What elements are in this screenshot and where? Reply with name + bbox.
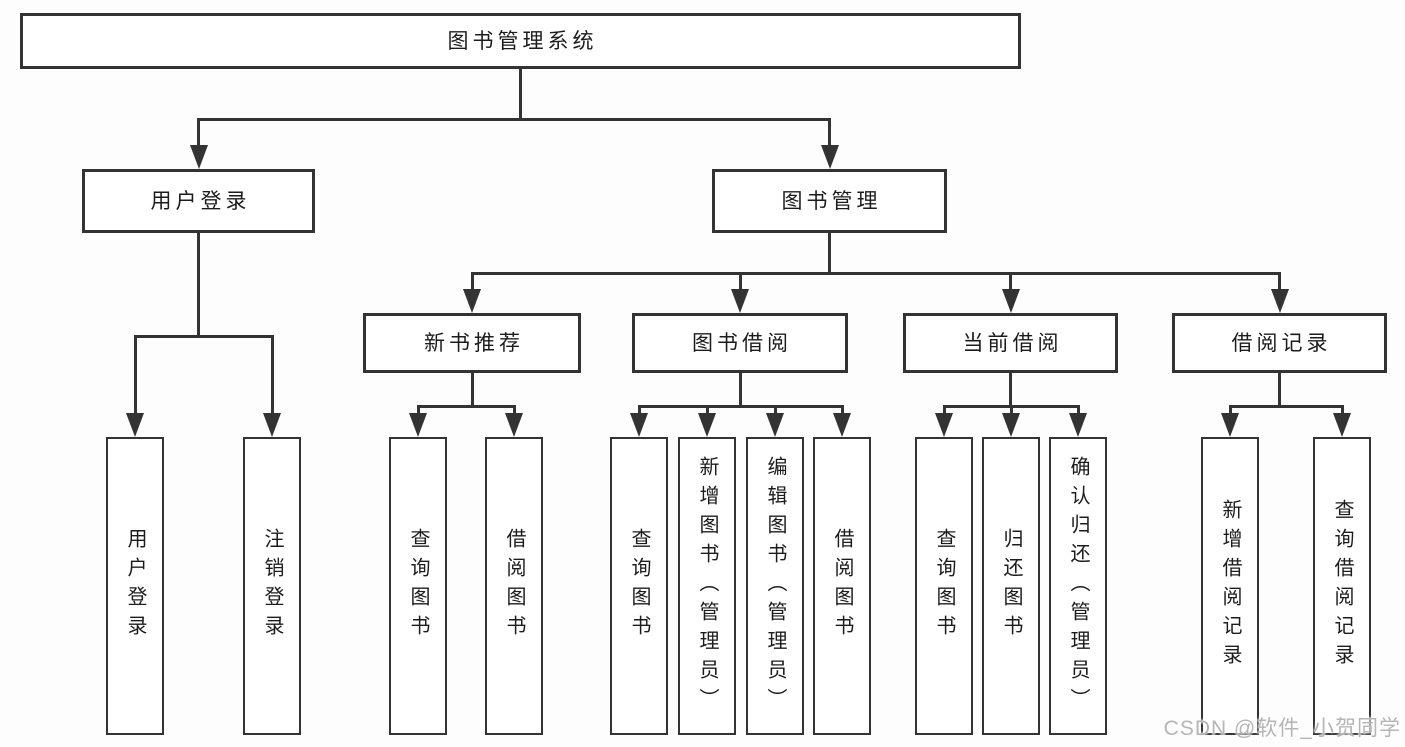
node-leaf-query-book-borrow: 查询图书 [610, 437, 668, 735]
node-leaf-confirm-return-admin: 确认归还（管理员） [1049, 437, 1107, 735]
leaf-label: 注销登录 [261, 528, 283, 644]
arrow-down-icon [505, 413, 523, 437]
node-leaf-return-book: 归还图书 [982, 437, 1040, 735]
connector-line [637, 405, 641, 415]
node-borrow-records-label: 借阅记录 [1231, 331, 1332, 355]
connector-line [512, 405, 516, 415]
connector-line [1228, 405, 1344, 408]
arrow-down-icon [263, 413, 281, 437]
node-leaf-add-book-admin: 新增图书（管理员） [678, 437, 736, 735]
leaf-label: 查询图书 [933, 528, 955, 644]
connector-line [197, 118, 831, 121]
node-user-login-label: 用户登录 [150, 189, 251, 213]
node-new-book-recommend: 新书推荐 [363, 313, 581, 373]
arrow-down-icon [1002, 413, 1020, 437]
connector-line [738, 272, 742, 291]
connector-line [773, 405, 777, 415]
connector-line [470, 373, 474, 405]
arrow-down-icon [189, 145, 208, 169]
connector-line [519, 69, 522, 118]
connector-line [1278, 272, 1281, 291]
node-new-book-recommend-label: 新书推荐 [424, 331, 524, 355]
leaf-label: 归还图书 [1000, 528, 1022, 644]
connector-line [705, 405, 709, 415]
connector-line [1278, 373, 1281, 405]
connector-line [828, 118, 831, 147]
leaf-label: 借阅图书 [831, 528, 853, 644]
node-current-borrow-label: 当前借阅 [962, 331, 1063, 355]
arrow-down-icon [126, 413, 144, 437]
connector-line [470, 272, 474, 291]
arrow-down-icon [1270, 289, 1289, 313]
connector-line [197, 118, 200, 147]
node-leaf-query-borrow-record: 查询借阅记录 [1313, 437, 1371, 735]
connector-line [840, 405, 844, 415]
connector-line [416, 405, 420, 415]
node-borrow-records: 借阅记录 [1172, 313, 1387, 373]
connector-line [828, 233, 831, 272]
node-leaf-add-borrow-record: 新增借阅记录 [1201, 437, 1259, 735]
node-leaf-query-book-current: 查询图书 [915, 437, 973, 735]
node-leaf-query-book-recommend: 查询图书 [389, 437, 447, 735]
node-book-borrow: 图书借阅 [632, 313, 848, 373]
watermark: CSDN @软件_小贺同学 [1163, 717, 1401, 740]
node-root-system: 图书管理系统 [20, 13, 1021, 69]
arrow-down-icon [935, 413, 953, 437]
node-leaf-borrow-book: 借阅图书 [813, 437, 871, 735]
connector-line [1009, 272, 1012, 291]
connector-line [133, 335, 137, 415]
connector-line [1076, 405, 1080, 415]
node-leaf-edit-book-admin: 编辑图书（管理员） [746, 437, 804, 735]
arrow-down-icon [698, 413, 716, 437]
leaf-label: 借阅图书 [503, 528, 525, 644]
connector-line [942, 405, 946, 415]
node-book-management-branch: 图书管理 [712, 169, 947, 233]
connector-line [738, 373, 742, 405]
leaf-label: 编辑图书（管理员） [764, 455, 786, 717]
node-user-login-branch: 用户登录 [82, 169, 315, 233]
arrow-down-icon [833, 413, 851, 437]
connector-line [270, 335, 274, 415]
arrow-down-icon [630, 413, 648, 437]
connector-line [470, 272, 1281, 275]
leaf-label: 新增图书（管理员） [696, 455, 718, 717]
arrow-down-icon [820, 145, 839, 169]
leaf-label: 用户登录 [124, 528, 146, 644]
arrow-down-icon [409, 413, 427, 437]
node-current-borrow: 当前借阅 [903, 313, 1118, 373]
leaf-label: 查询图书 [628, 528, 650, 644]
node-leaf-borrow-book-recommend: 借阅图书 [485, 437, 543, 735]
arrow-down-icon [1333, 413, 1351, 437]
arrow-down-icon [766, 413, 784, 437]
connector-line [637, 405, 844, 408]
leaf-label: 确认归还（管理员） [1067, 455, 1089, 717]
arrow-down-icon [1001, 289, 1020, 313]
node-book-borrow-label: 图书借阅 [692, 331, 792, 355]
connector-line [133, 335, 274, 338]
connector-line [1009, 373, 1012, 405]
leaf-label: 查询图书 [407, 528, 429, 644]
arrow-down-icon [1069, 413, 1087, 437]
node-leaf-user-login: 用户登录 [106, 437, 164, 735]
arrow-down-icon [463, 289, 481, 313]
connector-line [1009, 405, 1013, 415]
leaf-label: 新增借阅记录 [1219, 499, 1241, 673]
connector-line [1340, 405, 1344, 415]
connector-line [1228, 405, 1232, 415]
leaf-label: 查询借阅记录 [1331, 499, 1353, 673]
node-book-management-label: 图书管理 [781, 189, 882, 213]
connector-line [416, 405, 516, 408]
arrow-down-icon [731, 289, 749, 313]
node-root-label: 图书管理系统 [447, 29, 598, 53]
arrow-down-icon [1221, 413, 1239, 437]
node-leaf-logout: 注销登录 [243, 437, 301, 735]
connector-line [197, 233, 200, 335]
